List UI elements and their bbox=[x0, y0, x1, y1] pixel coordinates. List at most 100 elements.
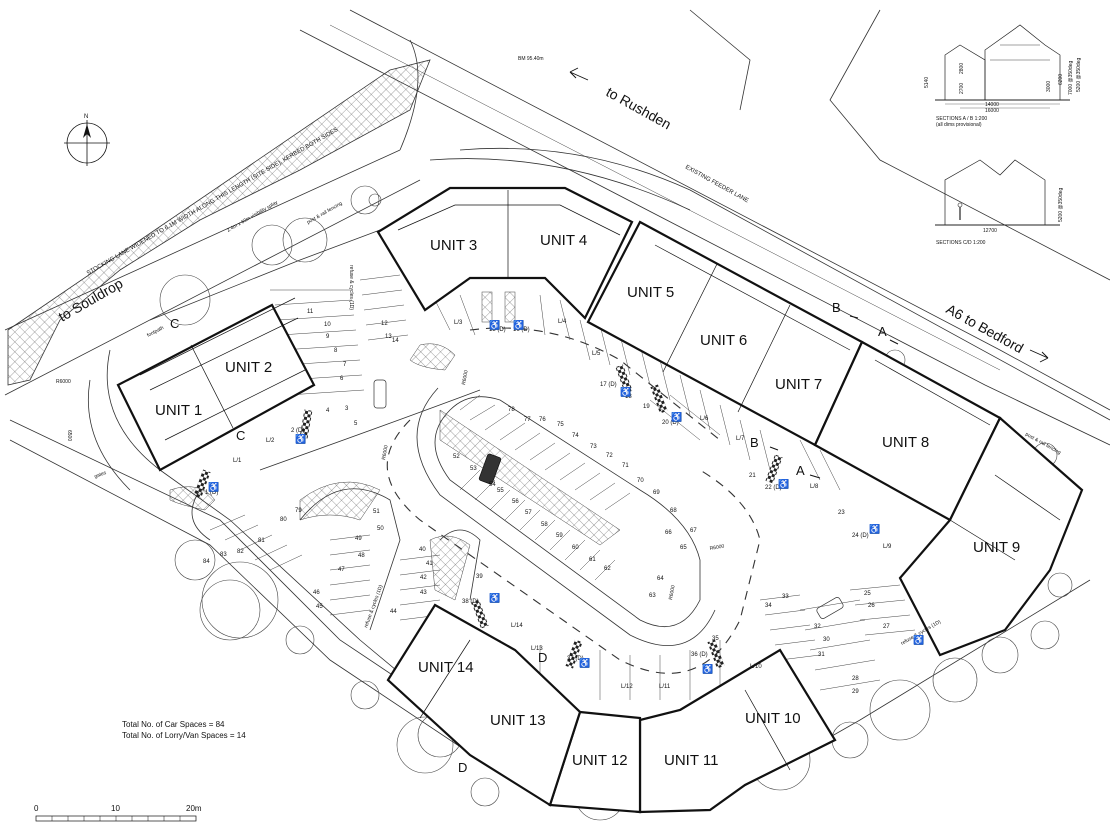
unit-label: UNIT 2 bbox=[225, 359, 272, 376]
road-label-bedford: A6 to Bedford bbox=[944, 301, 1027, 357]
parking-bay-number: 22 (D) bbox=[765, 485, 782, 491]
refuse-label: refuse & cycles (1D) bbox=[363, 584, 384, 629]
parking-bay-number: 66 bbox=[665, 530, 672, 536]
radius-label: R6000 bbox=[668, 585, 677, 601]
lorry-bay-number: L/12 bbox=[621, 684, 633, 690]
parking-bay-number: 11 bbox=[307, 309, 314, 315]
radius-label: R6000 bbox=[381, 445, 390, 461]
parking-bay-number: 26 bbox=[868, 603, 875, 609]
parking-bay-number: 58 bbox=[541, 522, 548, 528]
parking-bay-number: 45 bbox=[316, 604, 323, 610]
parking-bay-number: 83 bbox=[220, 552, 227, 558]
north-arrow: N bbox=[64, 114, 110, 166]
stocking-lane-note: STOCKING LANE WIDENED TO 6.1M WIDTH ALON… bbox=[86, 127, 339, 277]
section-dimension: 7000 @350deg bbox=[1068, 61, 1074, 95]
section-mark-d: D bbox=[538, 650, 547, 665]
parking-bay-lines bbox=[209, 274, 916, 700]
parking-bay-number: 49 bbox=[355, 536, 362, 542]
lorry-bay-number: L/10 bbox=[750, 664, 762, 670]
unit-label: UNIT 5 bbox=[627, 284, 674, 301]
unit-label: UNIT 14 bbox=[418, 659, 474, 676]
parking-bay-number: 68 bbox=[670, 508, 677, 514]
wheelchair-icon: ♿ bbox=[489, 592, 500, 603]
unit-label: UNIT 1 bbox=[155, 402, 202, 419]
parking-bay-number: 28 bbox=[852, 676, 859, 682]
hatched-access-zones bbox=[193, 364, 783, 669]
wheelchair-icon: ♿ bbox=[778, 478, 789, 489]
section-ab-drawing: 5140 2700 2800 3000 6200 7000 @350deg 52… bbox=[924, 24, 1082, 128]
parking-bay-number: 77 bbox=[524, 417, 531, 423]
parking-bay-number: 60 bbox=[572, 545, 579, 551]
lorry-bay-number: L/6 bbox=[700, 416, 709, 422]
parking-bay-number: 15 (D) bbox=[489, 327, 506, 333]
arrow-rushden-icon bbox=[569, 67, 589, 81]
parking-bay-number: 65 bbox=[680, 545, 687, 551]
section-mark-c: C bbox=[170, 316, 179, 331]
section-cd-drawing: 12700 5200 @350deg SECTIONS C/D 1:200 bbox=[935, 159, 1064, 246]
parking-bay-number: 44 bbox=[390, 609, 397, 615]
section-mark-a: A bbox=[796, 463, 805, 478]
radius-label: R6000 bbox=[56, 379, 71, 385]
arrow-bedford-icon bbox=[1029, 349, 1049, 363]
unit-label: UNIT 3 bbox=[430, 237, 477, 254]
section-mark-a: A bbox=[878, 324, 887, 339]
parking-bay-number: 76 bbox=[539, 417, 546, 423]
parking-bay-number: 10 bbox=[324, 322, 331, 328]
wheelchair-icon: ♿ bbox=[513, 319, 524, 330]
landscaping bbox=[169, 291, 621, 601]
parking-bay-number: 78 bbox=[508, 407, 515, 413]
section-cd-title: SECTIONS C/D 1:200 bbox=[936, 240, 986, 246]
parking-bay-number: 9 bbox=[326, 334, 330, 340]
parking-bay-number: 80 bbox=[280, 517, 287, 523]
lorry-bay-number: L/4 bbox=[558, 319, 567, 325]
total-car-spaces: Total No. of Car Spaces = 84 bbox=[122, 720, 225, 729]
parking-bay-number: 43 bbox=[420, 590, 427, 596]
parking-bay-number: 84 bbox=[203, 559, 210, 565]
wheelchair-icon: ♿ bbox=[620, 386, 631, 397]
lorry-bay-number: L/7 bbox=[736, 436, 745, 442]
parking-bay-number: 50 bbox=[377, 526, 384, 532]
visibility-splay-note: 2.4m x 60m visibility splay bbox=[226, 199, 279, 233]
parking-bay-number: 47 bbox=[338, 567, 345, 573]
parking-bay-number: 27 bbox=[883, 624, 890, 630]
section-dimension: 2800 bbox=[959, 63, 965, 74]
lorry-bay-number: L/8 bbox=[810, 484, 819, 490]
parking-bay-number: 1 (D) bbox=[205, 490, 218, 496]
scale-tick-10: 10 bbox=[111, 804, 120, 813]
parking-bay-number: 19 bbox=[643, 404, 650, 410]
parking-bay-number: 82 bbox=[237, 549, 244, 555]
parking-bay-number: 41 bbox=[426, 561, 433, 567]
fencing-note: post & rail fencing bbox=[306, 201, 344, 226]
wheelchair-icon: ♿ bbox=[869, 523, 880, 534]
section-mark-b: B bbox=[832, 300, 841, 315]
parking-bay-number: 63 bbox=[649, 593, 656, 599]
parking-bay-number: 3 bbox=[345, 406, 349, 412]
parking-bay-number: 67 bbox=[690, 528, 697, 534]
parking-bay-number: 38 (D) bbox=[462, 599, 479, 605]
parking-bay-number: 42 bbox=[420, 575, 427, 581]
parking-bay-number: 14 bbox=[392, 338, 399, 344]
refuse-label: refuse & cycles (1D) bbox=[348, 265, 354, 310]
parking-bay-number: 56 bbox=[512, 499, 519, 505]
parking-bay-number: 74 bbox=[572, 433, 579, 439]
parking-bay-number: 79 bbox=[295, 508, 302, 514]
wheelchair-icon: ♿ bbox=[208, 481, 219, 492]
unit-label: UNIT 7 bbox=[775, 376, 822, 393]
parking-bay-number: 29 bbox=[852, 689, 859, 695]
unit-label: UNIT 12 bbox=[572, 752, 628, 769]
gates-note: gates bbox=[94, 470, 108, 480]
disabled-parking-icons: ♿♿♿♿♿♿♿♿♿♿♿♿ bbox=[208, 319, 924, 674]
buildings bbox=[116, 186, 1084, 814]
parking-bay-number: 81 bbox=[258, 538, 265, 544]
unit-label: UNIT 6 bbox=[700, 332, 747, 349]
parking-bay-number: 8 bbox=[334, 348, 338, 354]
parked-vehicles bbox=[373, 379, 844, 619]
parking-bay-number: 73 bbox=[590, 444, 597, 450]
parking-bay-number: 75 bbox=[557, 422, 564, 428]
parking-bay-number: 32 bbox=[814, 624, 821, 630]
unit-label: UNIT 8 bbox=[882, 434, 929, 451]
parking-bay-number: 37 (D) bbox=[567, 656, 584, 662]
section-dimension: 5200 @350deg bbox=[1076, 58, 1082, 92]
lorry-bay-number: L/11 bbox=[659, 684, 671, 690]
